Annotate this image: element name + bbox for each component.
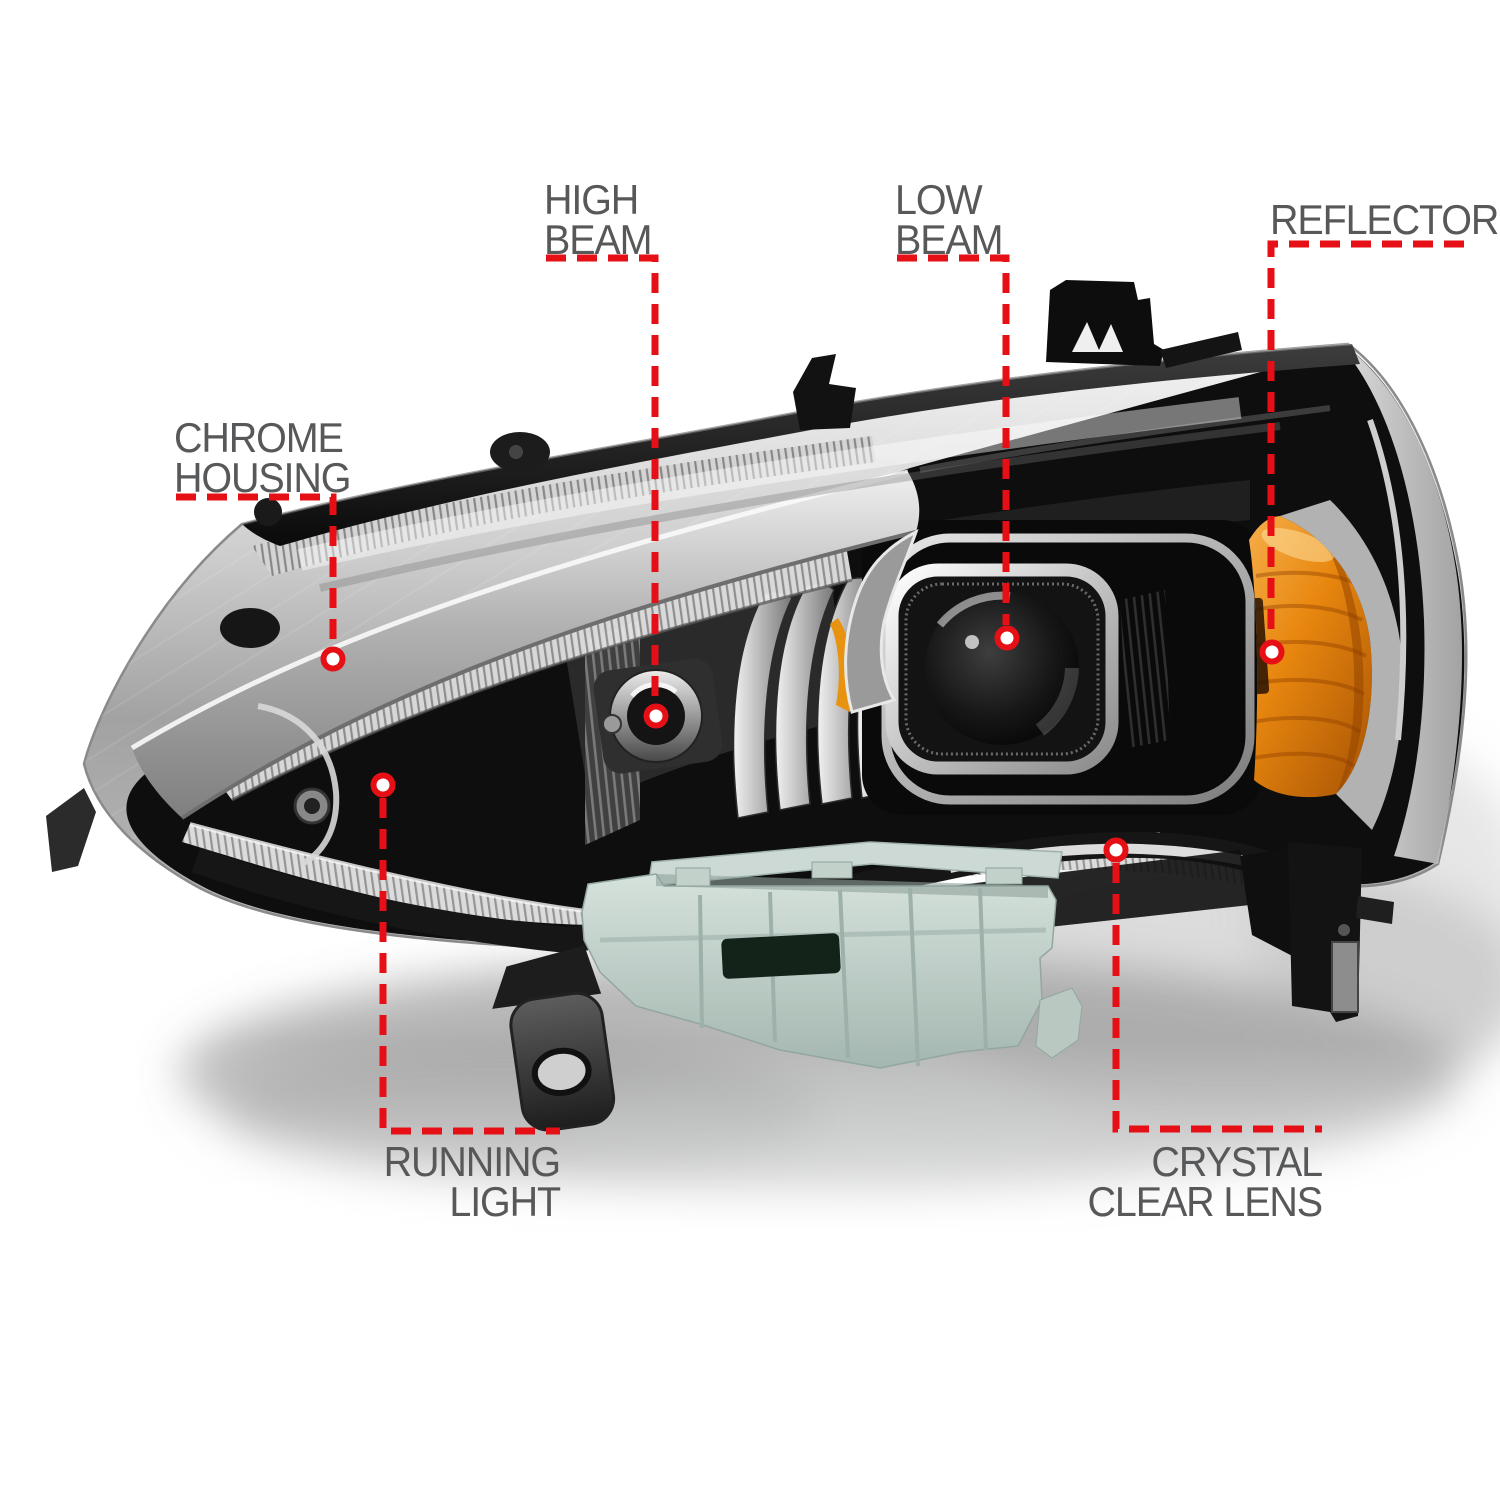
callout-dot-low-beam [994,625,1020,651]
callout-line-reflector [1267,240,1464,639]
callout-dot-chrome-housing [320,646,346,672]
rim-clip [220,608,280,648]
callout-dot-high-beam [643,703,669,729]
mounting-bracket [581,841,1083,1069]
label-line: BEAM [895,216,1004,263]
amber-reflector [1249,516,1372,798]
callout-line-low-beam [897,254,1010,625]
callout-line-high-beam [546,254,659,703]
running-light-bulb [293,787,331,825]
chrome-band-hook [844,528,919,714]
shadow-fade [0,1040,1500,1420]
upper-chrome-flutes [252,397,1281,592]
label-line: HIGH [544,176,639,223]
callout-dot-reflector [1259,639,1285,665]
metal-mounting-tab [492,945,616,1132]
label-line: CRYSTAL [1151,1138,1323,1185]
chrome-housing-band [130,469,920,867]
right-mounting-post [1240,842,1394,1022]
label-line: RUNNING [383,1138,561,1185]
label-low-beam: LOW BEAM [895,176,1004,263]
callout-line-chrome-housing [176,493,337,646]
label-line: BEAM [544,216,653,263]
mounting-tab-top [1046,280,1242,368]
label-crystal-clear-lens: CRYSTAL CLEAR LENS [1040,1138,1324,1225]
label-line: CHROME [174,414,344,461]
callout-dot-crystal-clear-lens [1103,837,1129,863]
lens-tip-clip [46,788,96,872]
label-reflector: REFLECTOR [1270,196,1499,243]
bracket-slot [721,933,841,979]
label-line: LIGHT [449,1178,561,1225]
top-housing-rim [220,280,1360,648]
lens-right-wrap [1280,348,1462,864]
label-line: CLEAR LENS [1087,1178,1324,1225]
label-line: HOUSING [174,454,351,501]
callout-line-crystal-clear-lens [1112,863,1322,1133]
running-light-strip [205,540,853,802]
label-running-light: RUNNING LIGHT [334,1138,561,1225]
label-high-beam: HIGH BEAM [544,176,653,263]
projector-lens [925,591,1079,745]
callout-dot-running-light [370,772,396,798]
label-line: REFLECTOR [1270,196,1499,243]
label-chrome-housing: CHROME HOUSING [174,414,351,501]
mounting-arm [793,354,856,430]
label-line: LOW [895,176,983,223]
callout-line-running-light [379,798,560,1135]
low-beam-projector [862,520,1262,815]
